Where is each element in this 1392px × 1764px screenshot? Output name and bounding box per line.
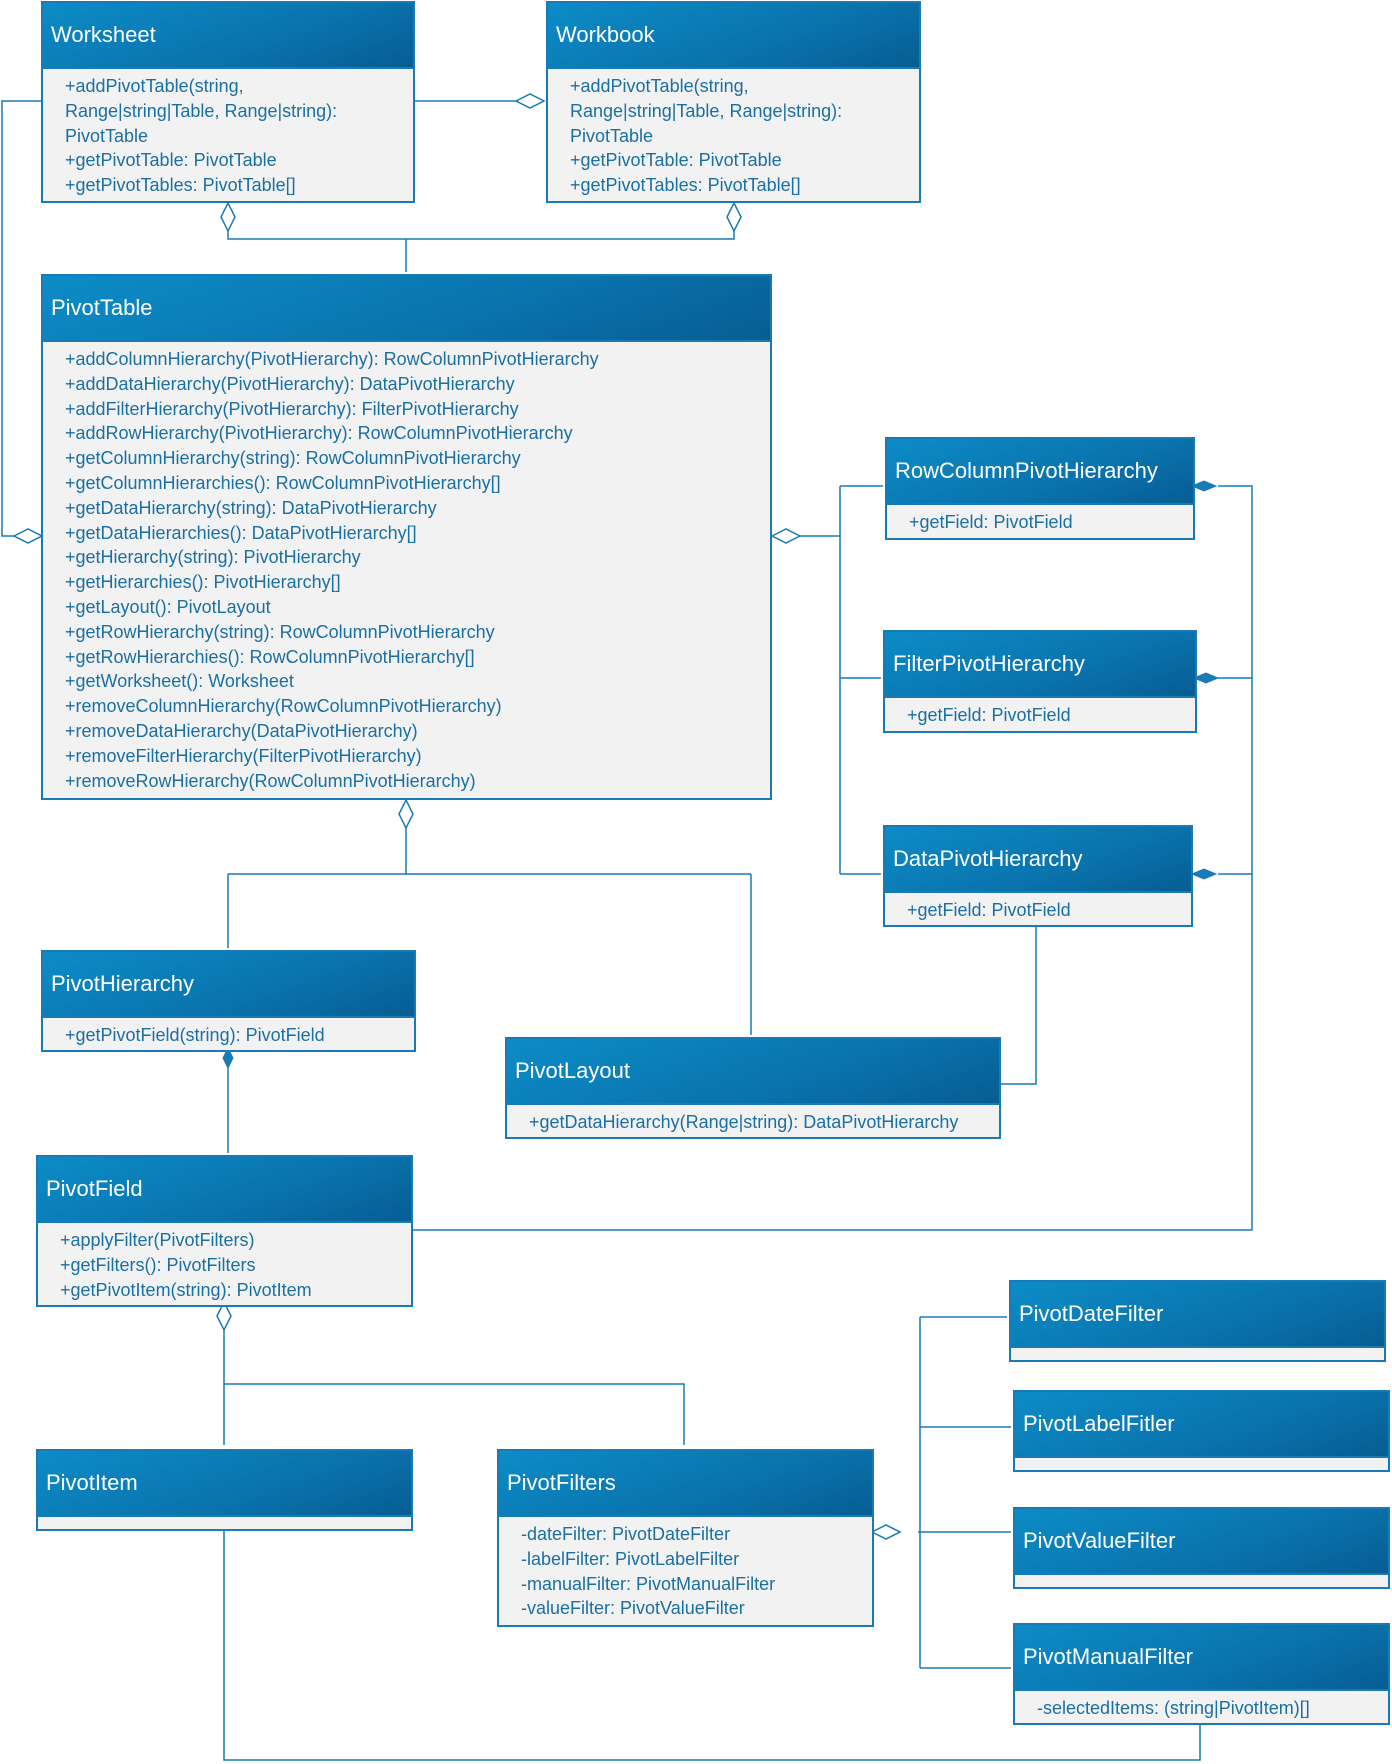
class-member: +getFilters(): PivotFilters — [60, 1254, 256, 1275]
class-member: +getRowHierarchies(): RowColumnPivotHier… — [65, 646, 475, 667]
class-member: -dateFilter: PivotDateFilter — [521, 1524, 731, 1544]
member-list: -selectedItems: (string|PivotItem)[] — [1015, 1691, 1388, 1726]
class-member: +getField: PivotField — [907, 900, 1071, 920]
class-name: PivotValueFilter — [1015, 1509, 1388, 1575]
class-name: PivotTable — [43, 276, 770, 342]
class-member: +getDataHierarchy(Range|string): DataPiv… — [529, 1112, 959, 1132]
class-name: DataPivotHierarchy — [885, 827, 1191, 893]
class-member: +getPivotItem(string): PivotItem — [60, 1279, 312, 1300]
class-name: FilterPivotHierarchy — [885, 632, 1195, 698]
class-member: +getRowHierarchy(string): RowColumnPivot… — [65, 621, 495, 642]
class-rowcolumnpivothierarchy: RowColumnPivotHierarchy +getField: Pivot… — [885, 437, 1195, 540]
member-list — [1015, 1458, 1388, 1468]
class-member: -labelFilter: PivotLabelFilter — [521, 1548, 740, 1569]
class-member: Range|string|Table, Range|string): — [65, 100, 338, 121]
member-list: -dateFilter: PivotDateFilter -labelFilter… — [499, 1517, 872, 1626]
class-workbook: Workbook +addPivotTable(string, Range|str… — [546, 1, 921, 203]
class-member: +getField: PivotField — [909, 512, 1073, 532]
class-pivothierarchy: PivotHierarchy +getPivotField(string): P… — [41, 950, 416, 1052]
member-list — [38, 1517, 411, 1527]
class-member: +addFilterHierarchy(PivotHierarchy): Fil… — [65, 398, 519, 419]
class-pivotfield: PivotField +applyFilter(PivotFilters) +ge… — [36, 1155, 413, 1307]
class-member: +getPivotTable: PivotTable — [65, 150, 277, 171]
class-member: +getLayout(): PivotLayout — [65, 596, 271, 617]
member-list: +getDataHierarchy(Range|string): DataPiv… — [507, 1105, 999, 1140]
class-member: +getPivotTable: PivotTable — [570, 150, 782, 171]
member-list: +getPivotField(string): PivotField — [43, 1018, 414, 1053]
member-list: +applyFilter(PivotFilters) +getFilters():… — [38, 1223, 411, 1307]
class-name: Workbook — [548, 3, 919, 69]
class-member: PivotTable — [570, 125, 654, 146]
member-list: +getField: PivotField — [885, 893, 1191, 928]
class-member: +removeColumnHierarchy(RowColumnPivotHie… — [65, 696, 502, 717]
class-member: +removeFilterHierarchy(FilterPivotHierar… — [65, 745, 422, 766]
class-member: -valueFilter: PivotValueFilter — [521, 1598, 745, 1619]
class-member: +addRowHierarchy(PivotHierarchy): RowCol… — [65, 423, 573, 444]
class-member: +getField: PivotField — [907, 705, 1071, 725]
class-name: Worksheet — [43, 3, 413, 69]
class-member: +addPivotTable(string, — [65, 76, 244, 96]
class-member: +getHierarchy(string): PivotHierarchy — [65, 547, 361, 568]
class-name: PivotFilters — [499, 1451, 872, 1517]
member-list: +getField: PivotField — [885, 698, 1195, 733]
class-member: +getDataHierarchy(string): DataPivotHier… — [65, 497, 437, 518]
class-member: +addDataHierarchy(PivotHierarchy): DataP… — [65, 373, 515, 394]
class-pivotfilters: PivotFilters -dateFilter: PivotDateFilte… — [497, 1449, 874, 1627]
class-member: +getPivotTables: PivotTable[] — [65, 175, 296, 196]
class-pivotvaluefilter: PivotValueFilter — [1013, 1507, 1390, 1589]
member-list: +addPivotTable(string, Range|string|Table… — [548, 69, 919, 203]
class-pivotitem: PivotItem — [36, 1449, 413, 1531]
class-name: PivotItem — [38, 1451, 411, 1517]
class-member: +removeDataHierarchy(DataPivotHierarchy) — [65, 720, 418, 741]
class-name: PivotHierarchy — [43, 952, 414, 1018]
class-member: +getDataHierarchies(): DataPivotHierarch… — [65, 522, 417, 543]
class-name: PivotDateFilter — [1011, 1282, 1384, 1348]
member-list: +addColumnHierarchy(PivotHierarchy): Row… — [43, 342, 770, 798]
class-member: PivotTable — [65, 125, 149, 146]
class-member: +getHierarchies(): PivotHierarchy[] — [65, 572, 341, 593]
member-list: +addPivotTable(string, Range|string|Table… — [43, 69, 413, 203]
class-worksheet: Worksheet +addPivotTable(string, Range|st… — [41, 1, 415, 203]
member-list — [1015, 1575, 1388, 1585]
class-name: PivotLabelFitler — [1015, 1392, 1388, 1458]
class-pivotmanualfilter: PivotManualFilter -selectedItems: (strin… — [1013, 1623, 1390, 1725]
class-member: +addPivotTable(string, — [570, 76, 749, 96]
class-filterpivothierarchy: FilterPivotHierarchy +getField: PivotFie… — [883, 630, 1197, 733]
class-pivotlayout: PivotLayout +getDataHierarchy(Range|stri… — [505, 1037, 1001, 1139]
class-pivotdatefilter: PivotDateFilter — [1009, 1280, 1386, 1362]
class-member: +addColumnHierarchy(PivotHierarchy): Row… — [65, 349, 599, 369]
member-list — [1011, 1348, 1384, 1358]
class-member: +getColumnHierarchy(string): RowColumnPi… — [65, 448, 521, 469]
class-member: +removeRowHierarchy(RowColumnPivotHierar… — [65, 770, 476, 791]
member-list: +getField: PivotField — [887, 505, 1193, 540]
class-member: +applyFilter(PivotFilters) — [60, 1230, 255, 1250]
class-name: PivotManualFilter — [1015, 1625, 1388, 1691]
class-member: +getPivotTables: PivotTable[] — [570, 175, 801, 196]
class-member: -selectedItems: (string|PivotItem)[] — [1037, 1698, 1310, 1718]
class-member: +getWorksheet(): Worksheet — [65, 671, 294, 692]
class-member: +getColumnHierarchies(): RowColumnPivotH… — [65, 472, 501, 493]
class-pivottable: PivotTable +addColumnHierarchy(PivotHier… — [41, 274, 772, 800]
class-member: -manualFilter: PivotManualFilter — [521, 1573, 776, 1594]
class-member: +getPivotField(string): PivotField — [65, 1025, 325, 1045]
class-name: PivotField — [38, 1157, 411, 1223]
class-datapivothierarchy: DataPivotHierarchy +getField: PivotField — [883, 825, 1193, 927]
class-name: PivotLayout — [507, 1039, 999, 1105]
class-member: Range|string|Table, Range|string): — [570, 100, 843, 121]
class-pivotlabelfilter: PivotLabelFitler — [1013, 1390, 1390, 1472]
class-name: RowColumnPivotHierarchy — [887, 439, 1193, 505]
